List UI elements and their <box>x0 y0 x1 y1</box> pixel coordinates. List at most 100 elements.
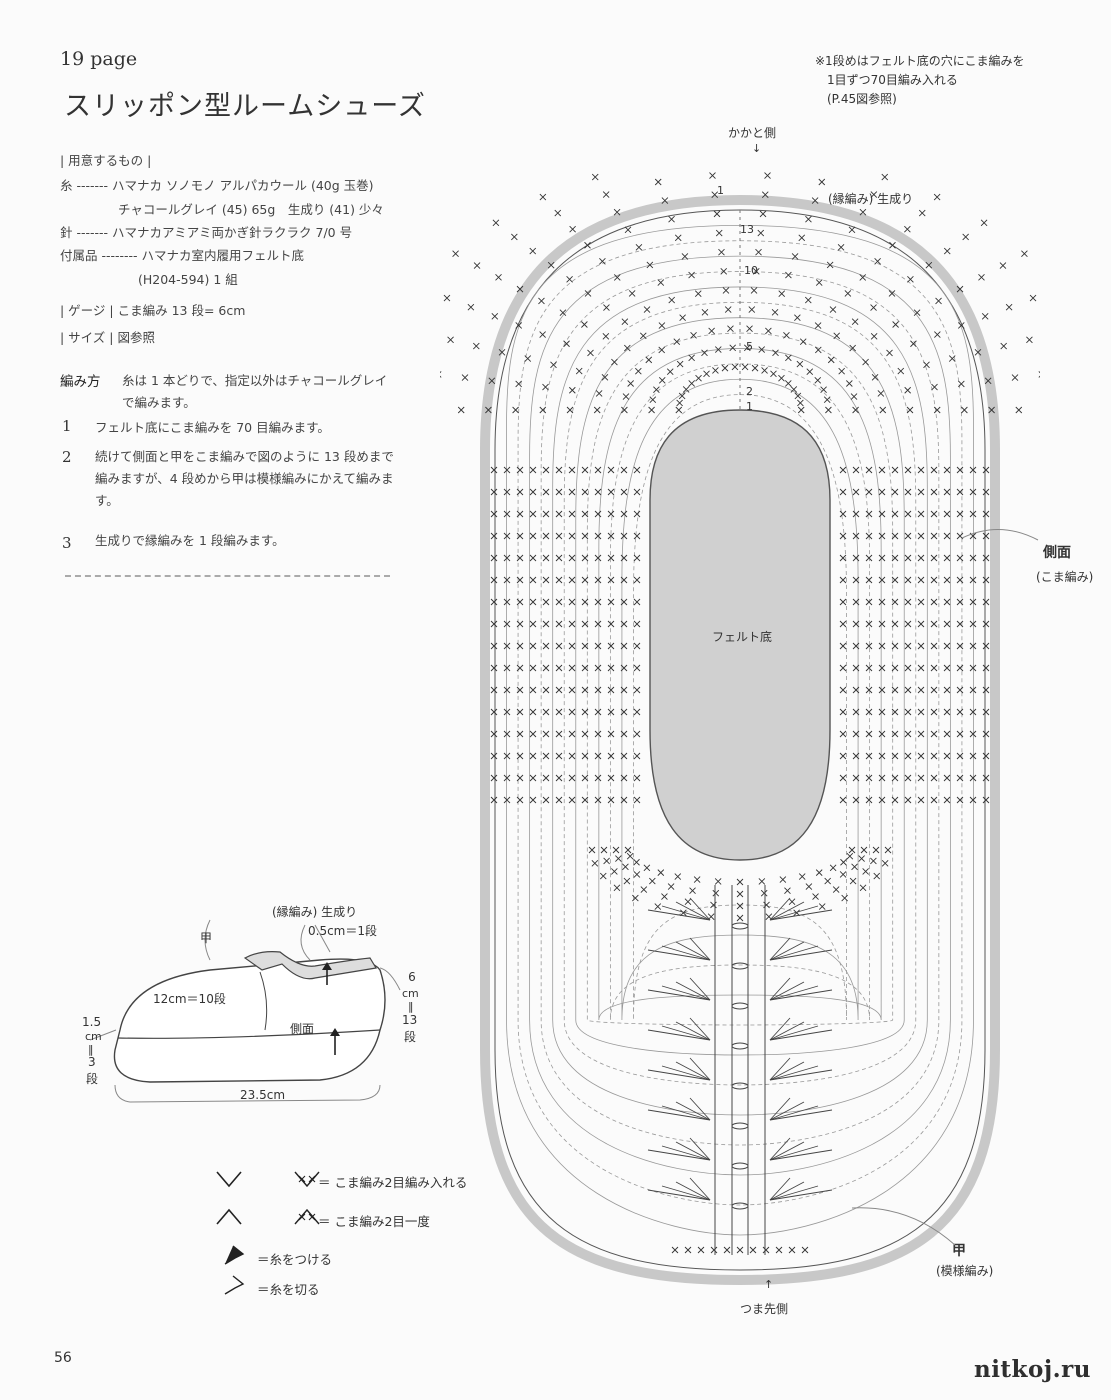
stitch-mark <box>648 406 655 414</box>
stitch-mark <box>969 620 977 628</box>
stitch-mark <box>688 354 695 362</box>
side-leader-line <box>961 529 1039 541</box>
stitch-mark <box>620 664 628 672</box>
stitch-mark <box>581 664 589 672</box>
stitch-mark <box>891 466 899 474</box>
stitch-mark <box>840 858 847 866</box>
stitch-mark <box>943 488 951 496</box>
stitch-mark <box>633 488 641 496</box>
stitch-mark <box>917 796 925 804</box>
schematic-sole-cm: 1.5 <box>82 1015 102 1029</box>
stitch-mark <box>943 752 951 760</box>
stitch-mark <box>542 642 550 650</box>
chain-stitch <box>731 1082 749 1090</box>
stitch-mark <box>623 877 631 885</box>
stitch-mark <box>859 208 867 216</box>
row-guide-line <box>517 240 963 1206</box>
stitch-mark <box>839 510 847 518</box>
stitch-mark <box>724 306 732 313</box>
stitch-mark <box>657 869 665 876</box>
stitch-mark <box>904 466 912 474</box>
stitch-mark <box>594 796 602 804</box>
stitch-mark <box>930 796 938 804</box>
instep-fan-stitch <box>769 1109 833 1121</box>
stitch-mark <box>607 532 615 540</box>
stitch-mark <box>956 642 964 650</box>
stitch-mark <box>999 262 1007 269</box>
row-number: 1 <box>746 400 753 413</box>
stitch-mark <box>904 598 912 606</box>
stitch-mark <box>529 796 537 804</box>
stitch-mark <box>778 290 786 297</box>
stitch-mark <box>982 796 990 804</box>
instep-fan-stitch <box>769 1141 805 1161</box>
stitch-mark <box>865 664 873 672</box>
chart-note-line-3: (P.45図参照) <box>827 92 897 106</box>
stitch-mark <box>633 664 641 672</box>
stitch-mark <box>607 642 615 650</box>
stitch-mark <box>624 846 632 854</box>
stitch-mark <box>930 664 938 672</box>
stitch-mark <box>982 774 990 782</box>
stitch-mark <box>865 510 873 518</box>
chain-stitch <box>731 1202 749 1210</box>
stitch-mark <box>917 686 925 694</box>
stitch-mark <box>839 642 847 650</box>
stitch-mark <box>917 642 925 650</box>
stitch-mark <box>881 859 889 867</box>
stitch-mark <box>678 392 686 400</box>
stitch-mark <box>969 510 977 518</box>
stitch-mark <box>516 664 524 672</box>
stitch-mark <box>649 877 656 885</box>
chain-stitch <box>731 1042 749 1050</box>
instep-fan-stitch <box>675 1181 711 1201</box>
stitch-mark <box>622 863 629 871</box>
stitch-mark <box>620 686 628 694</box>
stitch-mark <box>852 510 860 518</box>
schematic-sole-dan: 段 <box>86 1072 99 1086</box>
stitch-mark <box>594 466 602 474</box>
stitch-mark <box>490 752 498 760</box>
stitch-mark <box>503 466 511 474</box>
stitch-mark <box>943 620 951 628</box>
stitch-mark <box>841 894 848 902</box>
stitch-mark <box>839 686 847 694</box>
stitch-mark <box>943 466 951 474</box>
felt-sole-label: フェルト底 <box>712 630 773 644</box>
stitch-marks <box>440 172 1040 1254</box>
stitch-mark <box>852 576 860 584</box>
stitch-mark <box>568 532 576 540</box>
stitch-mark <box>878 686 886 694</box>
stitch-mark <box>620 708 628 716</box>
instep-fan-stitch <box>769 989 833 1001</box>
crochet-chart <box>440 172 1040 1286</box>
row-guide-line <box>633 394 847 1021</box>
stitch-mark <box>542 620 550 628</box>
instep-fan-stitch <box>769 977 791 1001</box>
stitch-mark <box>814 322 822 329</box>
stitch-mark <box>779 876 787 883</box>
stitch-mark <box>956 686 964 694</box>
stitch-mark <box>935 297 942 305</box>
stitch-mark <box>931 383 938 391</box>
instep-fan-stitch <box>769 1181 805 1201</box>
stitch-mark <box>870 332 878 340</box>
instep-fan-stitch <box>769 1061 805 1081</box>
stitch-mark <box>581 510 589 518</box>
stitch-mark <box>727 325 734 332</box>
stitch-mark <box>870 857 877 865</box>
stitch-mark <box>594 576 602 584</box>
instep-fan-stitch <box>769 949 833 961</box>
stitch-mark <box>615 855 622 862</box>
schematic-edge-label: (縁編み) 生成り <box>272 905 358 919</box>
stitch-mark <box>490 642 498 650</box>
stitch-mark <box>956 796 964 804</box>
stitch-mark <box>925 261 933 269</box>
instep-fan-stitch <box>769 981 805 1001</box>
stitch-mark <box>555 576 563 584</box>
stitch-mark <box>897 367 905 375</box>
stitch-mark <box>904 386 911 394</box>
stitch-mark <box>555 774 563 782</box>
stitch-mark <box>878 510 886 518</box>
stitch-mark <box>891 796 899 804</box>
